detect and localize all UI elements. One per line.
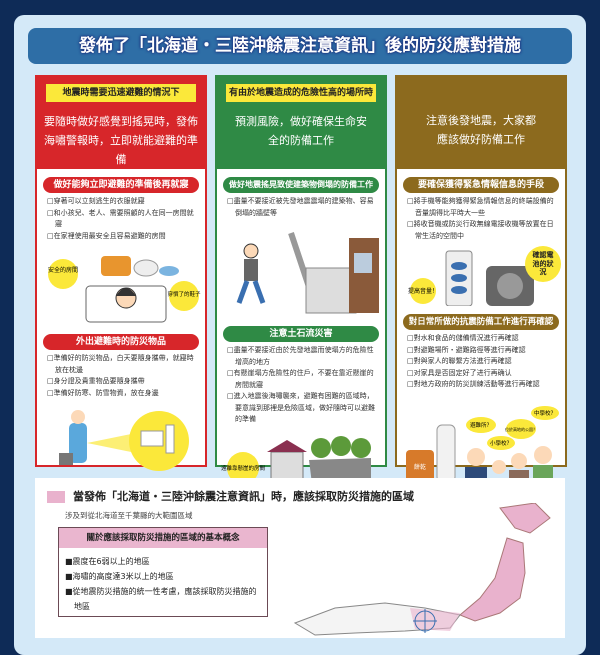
checklist-item: □有懸崖塌方危險性的住戶，不要在靠近懸崖的房間就寢 (227, 369, 374, 389)
phone-radio-illustration: 提高音量！ (408, 250, 534, 306)
concept-item: ■海嘯的高度達3米以上的地區 (65, 572, 174, 581)
checklist: □盡量不要接近由於先發地震而使塌方的危險性增高的地方 □有懸崖塌方危險性的住戶，… (217, 345, 385, 426)
emergency-kit-illustration (59, 410, 189, 471)
phone-radio-area: 提高音量！ 確認電池的狀況 (401, 246, 561, 306)
page-title: 發佈了「北海道・三陸沖餘震注意資訊」後的防災應對措施 (28, 28, 572, 64)
column-evacuation: 地震時需要迅速避難的情況下 要隨時做好感覺到搖晃時，發佈海嘯警報時，立即就能避難… (35, 75, 207, 471)
section-title: 注意土石流災害 (223, 326, 379, 342)
collapsing-wall-illustration (236, 232, 379, 314)
checklist-item: □對避難場所・避難路徑等進行再確認 (407, 345, 526, 354)
column-header: 地震時需要迅速避難的情況下 要隨時做好感覺到搖晃時，發佈海嘯警報時，立即就能避難… (37, 77, 205, 169)
area-subtitle: 涉及到從北海道至千葉縣的大範圍區域 (65, 511, 193, 520)
bubble-text: 位於高地的公園？ (505, 426, 537, 432)
sleeping-person-illustration: 安全的房間 穿慣了的鞋子 (48, 256, 201, 323)
checklist-item: □對水和食品的儲備情況進行再確認 (407, 334, 519, 342)
family-discussion-illustration: 餅乾 避難所？ 小學校？ 位於高地的公園？ 中學校？ (406, 405, 559, 487)
concept-box: 關於應該採取防災措施的區域的基本概念 ■震度在6弱以上的地區 ■海嘯的高度達3米… (58, 527, 268, 617)
checklist-item: □身分證及貴重物品要隨身攜帶 (47, 377, 145, 385)
section-title: 對日常所做的抗震防備工作進行再確認 (403, 314, 559, 330)
column-header: 有由於地震造成的危險性高的場所時 預測風險，做好確保生命安全的防備工作 (217, 77, 385, 169)
area-title: 當發佈「北海道・三陸沖餘震注意資訊」時，應該採取防災措施的區域 (47, 488, 414, 504)
checklist: □將手機等能夠獲得緊急情報信息的終端設備的音量調得比平時大一些 □將收音機或防災… (397, 196, 565, 242)
section-title: 外出避難時的防災物品 (43, 334, 199, 350)
checklist-item: □進入地震後海嘯襲來，避難有困難的區域時，要意識到那裡是危險區域，做好隨時可以避… (227, 392, 375, 423)
checklist-item: □在家裡使用最安全且容易避難的房間 (47, 231, 166, 240)
checklist-item: □將收音機或防災行政無線電接收機等放置在日常生活的空間中 (407, 220, 554, 240)
checklist-item: □和小孩兒、老人、需要照顧的人在同一房間就寢 (47, 208, 194, 229)
bubble-text: 提高音量！ (408, 287, 438, 295)
checklist: □盡量不要接近被先發地震震塌的建築物、容易倒塌的牆壁等 (217, 196, 385, 219)
bubble-text: 中學校？ (534, 409, 556, 417)
concept-title: 關於應該採取防災措施的區域的基本概念 (59, 528, 267, 548)
checklist-item: □对家具是否固定好了进行再确认 (407, 368, 512, 377)
column-header: 注意後發地震，大家都應該做好防備工作 (397, 77, 565, 169)
bubble-text: 安全的房間 (48, 266, 78, 274)
column-lead: 預測風險，做好確保生命安全的防備工作 (235, 115, 367, 147)
checklist-item: □將手機等能夠獲得緊急情報信息的終端設備的音量調得比平時大一些 (407, 197, 554, 217)
japan-area-map (293, 503, 551, 636)
column-aftershock: 注意後發地震，大家都應該做好防備工作 要確保獲得緊急情報信息的手段 □將手機等能… (395, 75, 567, 487)
checklist: □穿著可以立刻逃生的衣服就寢 □和小孩兒、老人、需要照顧的人在同一房間就寢 □在… (37, 196, 205, 242)
column-lead: 要隨時做好感覺到搖晃時，發佈海嘯警報時，立即就能避難的準備 (44, 115, 198, 166)
checklist-item: □對地方政府的防災訓練活動等進行再確認 (407, 380, 540, 388)
bubble-text: 避難所？ (470, 421, 492, 429)
can-label: 餅乾 (414, 463, 426, 471)
section-title: 做好地震搖晃致使建築物倒塌的防備工作 (223, 177, 379, 193)
checklist-item: □穿著可以立刻逃生的衣服就寢 (47, 197, 145, 205)
concept-item: ■從地震防災措施的統一性考慮，應該採取防災措施的地區 (65, 587, 257, 611)
checklist-item: □盡量不要接近被先發地震震塌的建築物、容易倒塌的牆壁等 (227, 197, 374, 217)
area-title-text: 當發佈「北海道・三陸沖餘震注意資訊」時，應該採取防災措施的區域 (73, 490, 414, 503)
column-lead: 注意後發地震，大家都應該做好防備工作 (426, 114, 536, 146)
column-tag: 地震時需要迅速避難的情況下 (46, 84, 196, 102)
bubble-text: 穿慣了的鞋子 (167, 290, 201, 298)
section-title: 要確保獲得緊急情報信息的手段 (403, 177, 559, 193)
concept-item: ■震度在6弱以上的地區 (65, 557, 150, 566)
column-hazard: 有由於地震造成的危險性高的場所時 預測風險，做好確保生命安全的防備工作 做好地震… (215, 75, 387, 492)
checklist: □對水和食品的儲備情況進行再確認 □對避難場所・避難路徑等進行再確認 □對與家人… (397, 333, 565, 391)
battery-check-bubble: 確認電池的狀況 (525, 246, 561, 282)
bubble-text: 遠離靠懸崖的房間 (221, 464, 265, 472)
pink-legend-swatch (47, 491, 65, 503)
checklist-item: □準備好防寒、防雪物資，放在身邊 (47, 388, 159, 397)
checklist-item: □準備好的防災物品，白天要隨身攜帶，就寢時放在枕邊 (47, 354, 194, 374)
checklist: □準備好的防災物品，白天要隨身攜帶，就寢時放在枕邊 □身分證及貴重物品要隨身攜帶… (37, 353, 205, 399)
column-tag: 有由於地震造成的危險性高的場所時 (226, 84, 376, 102)
checklist-item: □盡量不要接近由於先發地震而使塌方的危險性增高的地方 (227, 346, 374, 366)
area-section: 當發佈「北海道・三陸沖餘震注意資訊」時，應該採取防災措施的區域 涉及到從北海道至… (35, 478, 565, 638)
bubble-text: 小學校？ (490, 439, 512, 447)
checklist-item: □對與家人的聯繫方法進行再確認 (407, 357, 512, 365)
section-title: 做好能夠立即避難的準備後再就寢 (43, 177, 199, 193)
